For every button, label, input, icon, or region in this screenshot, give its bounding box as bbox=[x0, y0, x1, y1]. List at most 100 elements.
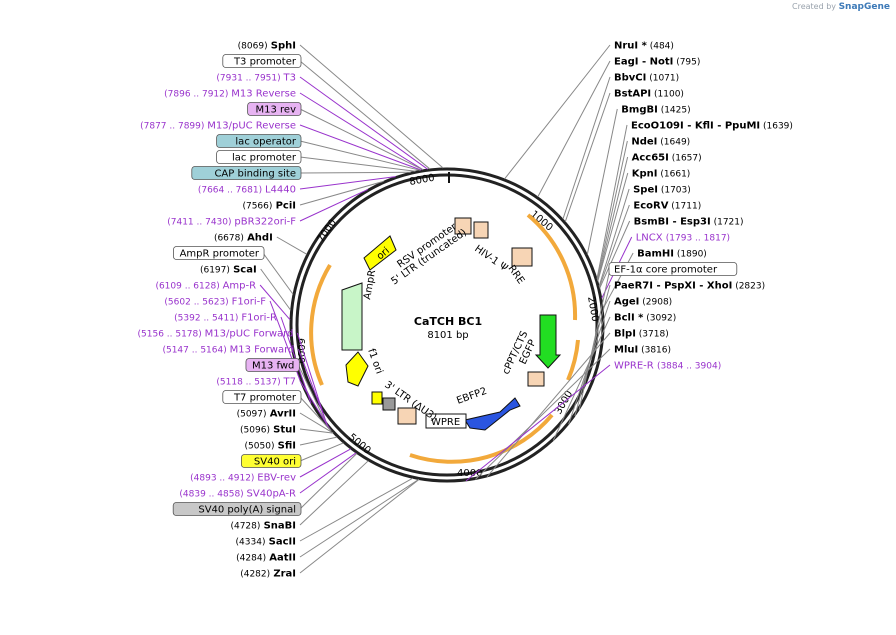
egfp-feature[interactable] bbox=[534, 314, 562, 369]
inner-label: WPRE bbox=[431, 417, 460, 428]
primer-label[interactable]: (5392 .. 5411) F1ori-R bbox=[174, 313, 277, 324]
primer-label[interactable]: (7896 .. 7912) M13 Reverse bbox=[164, 89, 296, 100]
callout-line bbox=[299, 479, 419, 558]
sv40ori-box bbox=[371, 391, 383, 405]
callout-line bbox=[299, 380, 332, 431]
enzyme-site-label[interactable]: BlpI (3718) bbox=[614, 329, 669, 340]
callout-line bbox=[276, 236, 308, 255]
enzyme-site-label[interactable]: BmgBI (1425) bbox=[621, 105, 690, 116]
rre-box bbox=[511, 247, 533, 267]
primer-label[interactable]: (7931 .. 7951) T3 bbox=[216, 73, 296, 84]
enzyme-site-label[interactable]: (5050) SfiI bbox=[245, 441, 296, 452]
callout-line bbox=[578, 268, 611, 410]
feature-box bbox=[216, 134, 302, 148]
feature-box-label[interactable]: M13 rev bbox=[256, 105, 297, 116]
primer-label[interactable]: (6109 .. 6128) Amp-R bbox=[155, 281, 256, 292]
inner-label: AmpR bbox=[362, 269, 378, 300]
enzyme-site-label[interactable]: (7566) PciI bbox=[242, 201, 296, 212]
callout-line bbox=[299, 156, 416, 172]
enzyme-site-label[interactable]: NruI * (484) bbox=[614, 41, 674, 52]
primer-label[interactable]: WPRE-R (3884 .. 3904) bbox=[614, 361, 721, 372]
tick-label: 4000 bbox=[457, 468, 482, 479]
feature-box-label[interactable]: M13 fwd bbox=[252, 361, 294, 372]
feature-box-label[interactable]: SV40 poly(A) signal bbox=[198, 505, 296, 516]
enzyme-site-label[interactable]: BstAPI (1100) bbox=[614, 89, 684, 100]
primer-label[interactable]: (4839 .. 4858) SV40pA-R bbox=[179, 489, 296, 500]
callout-line bbox=[597, 156, 629, 281]
enzyme-site-label[interactable]: MluI (3816) bbox=[614, 345, 671, 356]
enzyme-site-label[interactable]: KpnI (1661) bbox=[632, 169, 691, 180]
feature-box-label[interactable]: EF-1α core promoter bbox=[614, 265, 718, 276]
callout-line bbox=[299, 124, 422, 171]
enzyme-site-label[interactable]: (4334) SacII bbox=[236, 537, 296, 548]
enzyme-site-label[interactable]: EagI - NotI (795) bbox=[614, 57, 700, 68]
enzyme-site-label[interactable]: EcoO109I - KflI - PpuMI (1639) bbox=[631, 121, 793, 132]
primer-label[interactable]: (5118 .. 5137) T7 bbox=[216, 377, 296, 388]
ltr-box bbox=[454, 217, 472, 235]
callout-line bbox=[299, 108, 424, 171]
callout-line bbox=[299, 452, 357, 494]
primer-label[interactable]: (7411 .. 7430) pBR322ori-F bbox=[167, 217, 296, 228]
feature-box bbox=[608, 262, 738, 276]
wpre-box bbox=[425, 413, 467, 429]
primer-label[interactable]: (7664 .. 7681) L4440 bbox=[198, 185, 296, 196]
feature-box-label[interactable]: T7 promoter bbox=[233, 393, 297, 404]
primer-label[interactable]: (5602 .. 5623) F1ori-F bbox=[164, 297, 266, 308]
enzyme-site-label[interactable]: AgeI (2908) bbox=[614, 297, 672, 308]
enzyme-site-label[interactable]: SpeI (1703) bbox=[633, 185, 691, 196]
feature-box-label[interactable]: lac operator bbox=[235, 137, 296, 148]
feature-box bbox=[216, 150, 302, 164]
callout-line bbox=[299, 44, 444, 169]
feature-box-label[interactable]: SV40 ori bbox=[254, 457, 296, 468]
callout-line bbox=[465, 364, 611, 482]
enzyme-site-label[interactable]: NdeI (1649) bbox=[631, 137, 690, 148]
tick-label: 8000 bbox=[409, 173, 436, 188]
enzyme-site-label[interactable]: Acc65I (1657) bbox=[632, 153, 702, 164]
feature-box-label[interactable]: lac promoter bbox=[232, 153, 297, 164]
enzyme-site-label[interactable]: BsmBI - Esp3I (1721) bbox=[634, 217, 744, 228]
callout-line bbox=[299, 396, 332, 432]
ebfp2-feature[interactable] bbox=[464, 397, 521, 431]
enzyme-site-label[interactable]: BbvCI (1071) bbox=[614, 73, 679, 84]
feature-box-label[interactable]: CAP binding site bbox=[214, 169, 296, 180]
enzyme-site-label[interactable]: EcoRV (1711) bbox=[633, 201, 701, 212]
plasmid-size: 8101 bp bbox=[427, 330, 468, 341]
orf-arc bbox=[526, 213, 578, 321]
inner-label: RRE bbox=[506, 263, 527, 286]
enzyme-site-label[interactable]: PaeR7I - PspXI - XhoI (2823) bbox=[614, 281, 765, 292]
feature-box-label[interactable]: T3 promoter bbox=[233, 57, 297, 68]
enzyme-site-label[interactable]: BamHI (1890) bbox=[637, 249, 707, 260]
feature-box bbox=[222, 390, 302, 404]
enzyme-site-label[interactable]: (4284) AatII bbox=[236, 553, 296, 564]
callout-line bbox=[299, 176, 396, 190]
callout-line bbox=[262, 252, 294, 295]
primer-label[interactable]: (7877 .. 7899) M13/pUC Reverse bbox=[140, 121, 296, 132]
enzyme-site-label[interactable]: (5097) AvrII bbox=[237, 409, 296, 420]
feature-box bbox=[240, 454, 302, 468]
primer-label[interactable]: (5147 .. 5164) M13 Forward bbox=[162, 345, 294, 356]
enzyme-site-label[interactable]: (4282) ZraI bbox=[240, 569, 296, 580]
primer-label[interactable]: (5156 .. 5178) M13/pUC Forward bbox=[138, 329, 294, 340]
enzyme-site-label[interactable]: (4728) SnaBI bbox=[230, 521, 296, 532]
primer-label[interactable]: (4893 .. 4912) EBV-rev bbox=[190, 473, 296, 484]
callout-line bbox=[299, 412, 334, 434]
ampr-feature[interactable] bbox=[341, 282, 363, 351]
feature-box bbox=[247, 102, 302, 116]
callout-line bbox=[299, 428, 334, 434]
ori-feature[interactable] bbox=[363, 235, 397, 271]
enzyme-site-label[interactable]: BclI * (3092) bbox=[614, 313, 676, 324]
tick-label: 2000 bbox=[585, 296, 600, 323]
primer-label[interactable]: LNCX (1793 .. 1817) bbox=[636, 233, 730, 244]
enzyme-site-label[interactable]: (6678) AhdI bbox=[214, 233, 273, 244]
callout-line bbox=[297, 348, 329, 429]
enzyme-site-label[interactable]: (5096) StuI bbox=[240, 425, 296, 436]
feature-box bbox=[222, 54, 302, 68]
callout-line bbox=[562, 76, 611, 220]
callout-line bbox=[486, 332, 611, 478]
enzyme-site-label[interactable]: (8069) SphI bbox=[238, 41, 296, 52]
feature-box-label[interactable]: AmpR promoter bbox=[180, 249, 260, 260]
callout-line bbox=[299, 140, 421, 171]
enzyme-site-label[interactable]: (6197) ScaI bbox=[200, 265, 257, 276]
f1-ori-feature[interactable] bbox=[345, 351, 369, 387]
